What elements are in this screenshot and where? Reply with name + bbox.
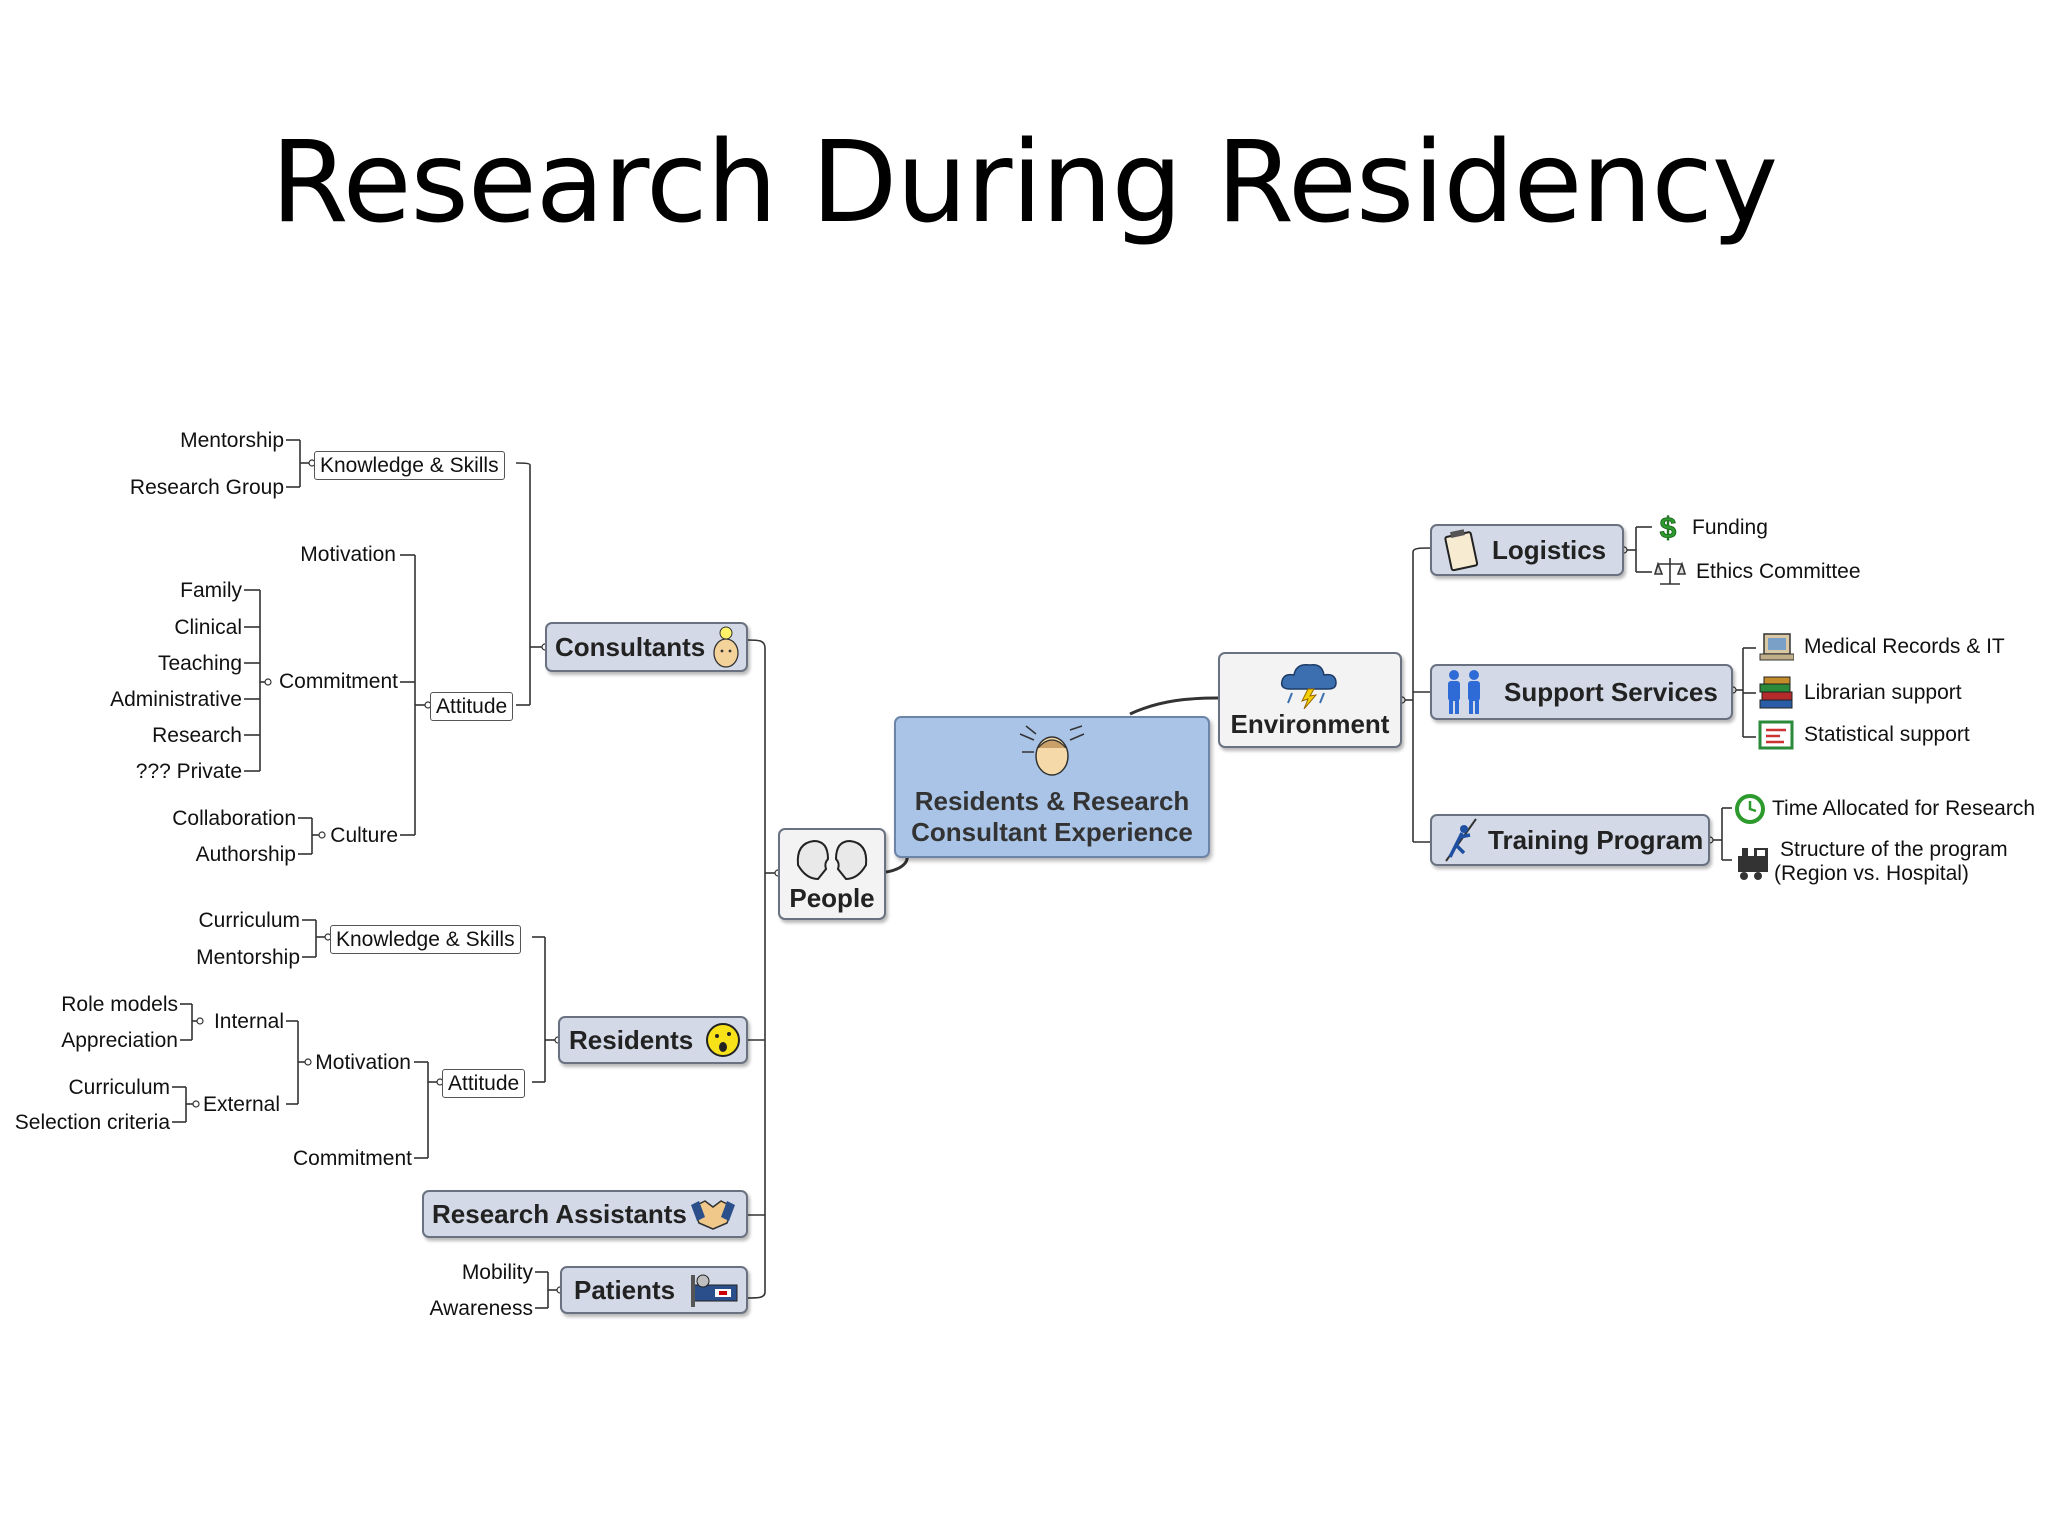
clipboard-icon: [1444, 529, 1479, 572]
funding-label: Funding: [1692, 516, 1768, 539]
patients-node[interactable]: Patients: [560, 1266, 748, 1314]
residents-attitude-box[interactable]: Attitude: [442, 1069, 526, 1099]
hospital-bed-icon: [691, 1274, 738, 1307]
culture-collaboration: Collaboration: [172, 807, 296, 830]
svg-text:$: $: [1660, 512, 1677, 544]
training-program-node[interactable]: Training Program: [1430, 814, 1710, 866]
commitment-research: Research: [152, 724, 242, 747]
consultants-mentorship: Mentorship: [180, 429, 284, 452]
consultants-node[interactable]: Consultants: [545, 622, 748, 672]
train-icon: [1738, 848, 1768, 880]
clock-icon: [1735, 794, 1765, 824]
external-selection-criteria: Selection criteria: [14, 1111, 170, 1134]
residents-mentorship: Mentorship: [196, 946, 300, 969]
patients-mobility: Mobility: [461, 1261, 533, 1284]
faces-icon: [796, 839, 868, 881]
consultants-label: Consultants: [555, 631, 706, 662]
consultants-knowledge-skills-box[interactable]: Knowledge & Skills: [314, 451, 505, 481]
consultants-commitment: Commitment: [278, 670, 398, 693]
residents-motivation: Motivation: [315, 1051, 411, 1074]
residents-commitment: Commitment: [292, 1147, 412, 1170]
thinking-head-icon: [1019, 724, 1085, 776]
ethics-committee-label: Ethics Committee: [1696, 560, 1861, 583]
environment-node[interactable]: Environment: [1218, 652, 1402, 748]
people-node[interactable]: People: [778, 828, 886, 920]
training-program-label: Training Program: [1488, 824, 1704, 855]
computer-icon: [1759, 633, 1794, 661]
time-allocated-label: Time Allocated for Research: [1772, 797, 2036, 820]
commitment-family: Family: [180, 579, 242, 602]
consultants-attitude-box[interactable]: Attitude: [430, 692, 514, 722]
spreadsheet-icon: [1758, 720, 1794, 750]
support-services-node[interactable]: Support Services: [1430, 664, 1733, 720]
structure-line2: (Region vs. Hospital): [1774, 862, 1969, 886]
culture-authorship: Authorship: [195, 843, 296, 866]
research-assistants-node[interactable]: Research Assistants: [422, 1190, 748, 1238]
patients-awareness: Awareness: [429, 1297, 533, 1320]
slide-title: Research During Residency: [270, 118, 1778, 248]
structure-line1: Structure of the program: [1780, 838, 2008, 861]
logistics-ethics-committee: Ethics Committee: [1654, 556, 1861, 588]
environment-label: Environment: [1230, 709, 1390, 739]
librarian-label: Librarian support: [1804, 681, 1962, 704]
residents-node[interactable]: Residents: [558, 1016, 748, 1064]
support-medical-records: Medical Records & IT: [1758, 632, 2005, 662]
medical-records-label: Medical Records & IT: [1804, 635, 2005, 658]
storm-cloud-icon: [1280, 663, 1337, 709]
residents-external: External: [202, 1093, 280, 1116]
logistics-label: Logistics: [1492, 534, 1607, 565]
commitment-teaching: Teaching: [157, 652, 242, 675]
support-statistical: Statistical support: [1758, 720, 1970, 750]
internal-appreciation: Appreciation: [61, 1029, 178, 1052]
scales-icon: [1654, 558, 1686, 585]
commitment-clinical: Clinical: [174, 616, 242, 639]
external-curriculum: Curriculum: [68, 1076, 170, 1099]
people-figures-icon: [1448, 670, 1480, 714]
support-librarian: Librarian support: [1758, 676, 1962, 710]
internal-role-models: Role models: [61, 993, 178, 1016]
logistics-funding: $ Funding: [1654, 512, 1768, 544]
commitment-administrative: Administrative: [110, 688, 242, 711]
handshake-icon: [690, 1200, 735, 1230]
training-time-allocated: Time Allocated for Research: [1734, 793, 2035, 825]
commitment-private: ??? Private: [135, 760, 242, 783]
consultants-research-group: Research Group: [129, 476, 284, 499]
climber-icon: [1445, 818, 1477, 862]
central-node-line2: Consultant Experience: [911, 816, 1193, 847]
books-icon: [1759, 676, 1793, 709]
central-node-line1: Residents & Research: [914, 785, 1190, 816]
central-node[interactable]: Residents & Research Consultant Experien…: [894, 716, 1210, 858]
residents-curriculum: Curriculum: [198, 909, 300, 932]
people-label: People: [789, 883, 875, 913]
consultants-culture: Culture: [330, 824, 398, 847]
dollar-icon: $: [1659, 512, 1677, 544]
logistics-node[interactable]: Logistics: [1430, 524, 1624, 576]
support-services-label: Support Services: [1504, 676, 1718, 707]
residents-knowledge-skills-box[interactable]: Knowledge & Skills: [330, 925, 521, 955]
residents-label: Residents: [569, 1024, 694, 1055]
training-structure: Structure of the program (Region vs. Hos…: [1734, 838, 2008, 886]
smiley-icon: [706, 1023, 741, 1057]
lightbulb-head-icon: [713, 626, 739, 668]
residents-internal: Internal: [213, 1010, 284, 1033]
patients-label: Patients: [574, 1274, 676, 1305]
research-assistants-label: Research Assistants: [432, 1198, 687, 1229]
consultants-motivation: Motivation: [300, 543, 396, 566]
statistical-label: Statistical support: [1804, 723, 1970, 746]
